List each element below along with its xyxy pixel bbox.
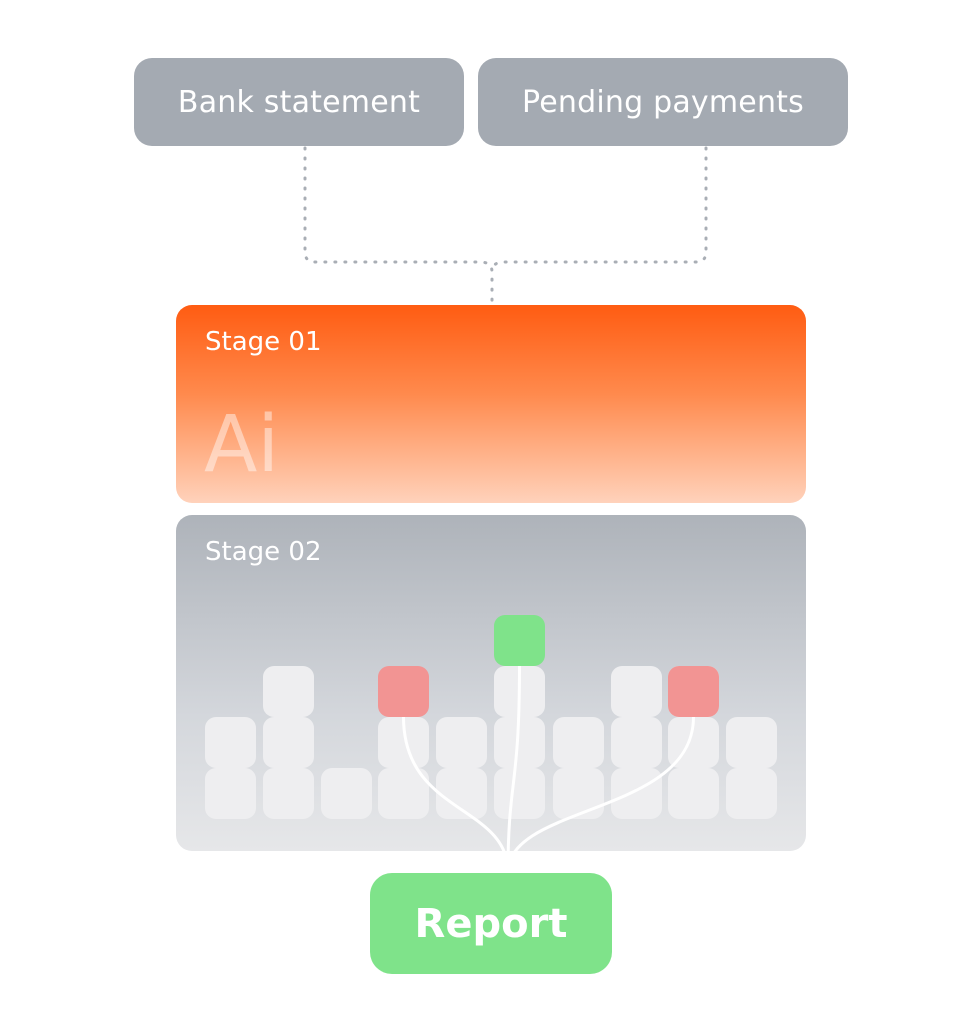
grid-block	[494, 768, 545, 819]
grid-block	[436, 717, 487, 768]
grid-block	[726, 717, 777, 768]
connector-left	[303, 146, 494, 304]
grid-block-flagged	[668, 666, 719, 717]
grid-block	[263, 717, 314, 768]
input-label: Pending payments	[522, 84, 804, 120]
grid-block	[378, 717, 429, 768]
grid-block	[611, 768, 662, 819]
input-pending-payments: Pending payments	[478, 58, 848, 146]
grid-block	[321, 768, 372, 819]
grid-block	[378, 768, 429, 819]
grid-block	[436, 768, 487, 819]
ai-mark: Ai	[204, 400, 280, 490]
grid-block	[611, 666, 662, 717]
report-box: Report	[370, 873, 612, 974]
grid-block	[668, 768, 719, 819]
stage-01-label: Stage 01	[205, 327, 322, 357]
grid-block-matched	[494, 615, 545, 666]
stage-01-panel: Stage 01 Ai	[176, 305, 806, 503]
grid-block	[205, 768, 256, 819]
flow-line	[506, 716, 695, 873]
grid-block	[205, 717, 256, 768]
grid-block	[553, 768, 604, 819]
input-connector	[303, 146, 708, 304]
grid-block-flagged	[378, 666, 429, 717]
grid-block	[611, 717, 662, 768]
stage-02-label: Stage 02	[205, 537, 322, 567]
grid-block	[553, 717, 604, 768]
flow-line	[402, 716, 510, 873]
flow-line	[506, 665, 521, 873]
block-grid	[205, 615, 777, 873]
grid-block	[726, 768, 777, 819]
input-label: Bank statement	[177, 84, 421, 120]
grid-block	[263, 768, 314, 819]
connector-right	[490, 146, 708, 274]
input-bank-statement: Bank statement	[134, 58, 464, 146]
grid-block	[263, 666, 314, 717]
report-label: Report	[414, 900, 568, 947]
grid-block	[494, 717, 545, 768]
